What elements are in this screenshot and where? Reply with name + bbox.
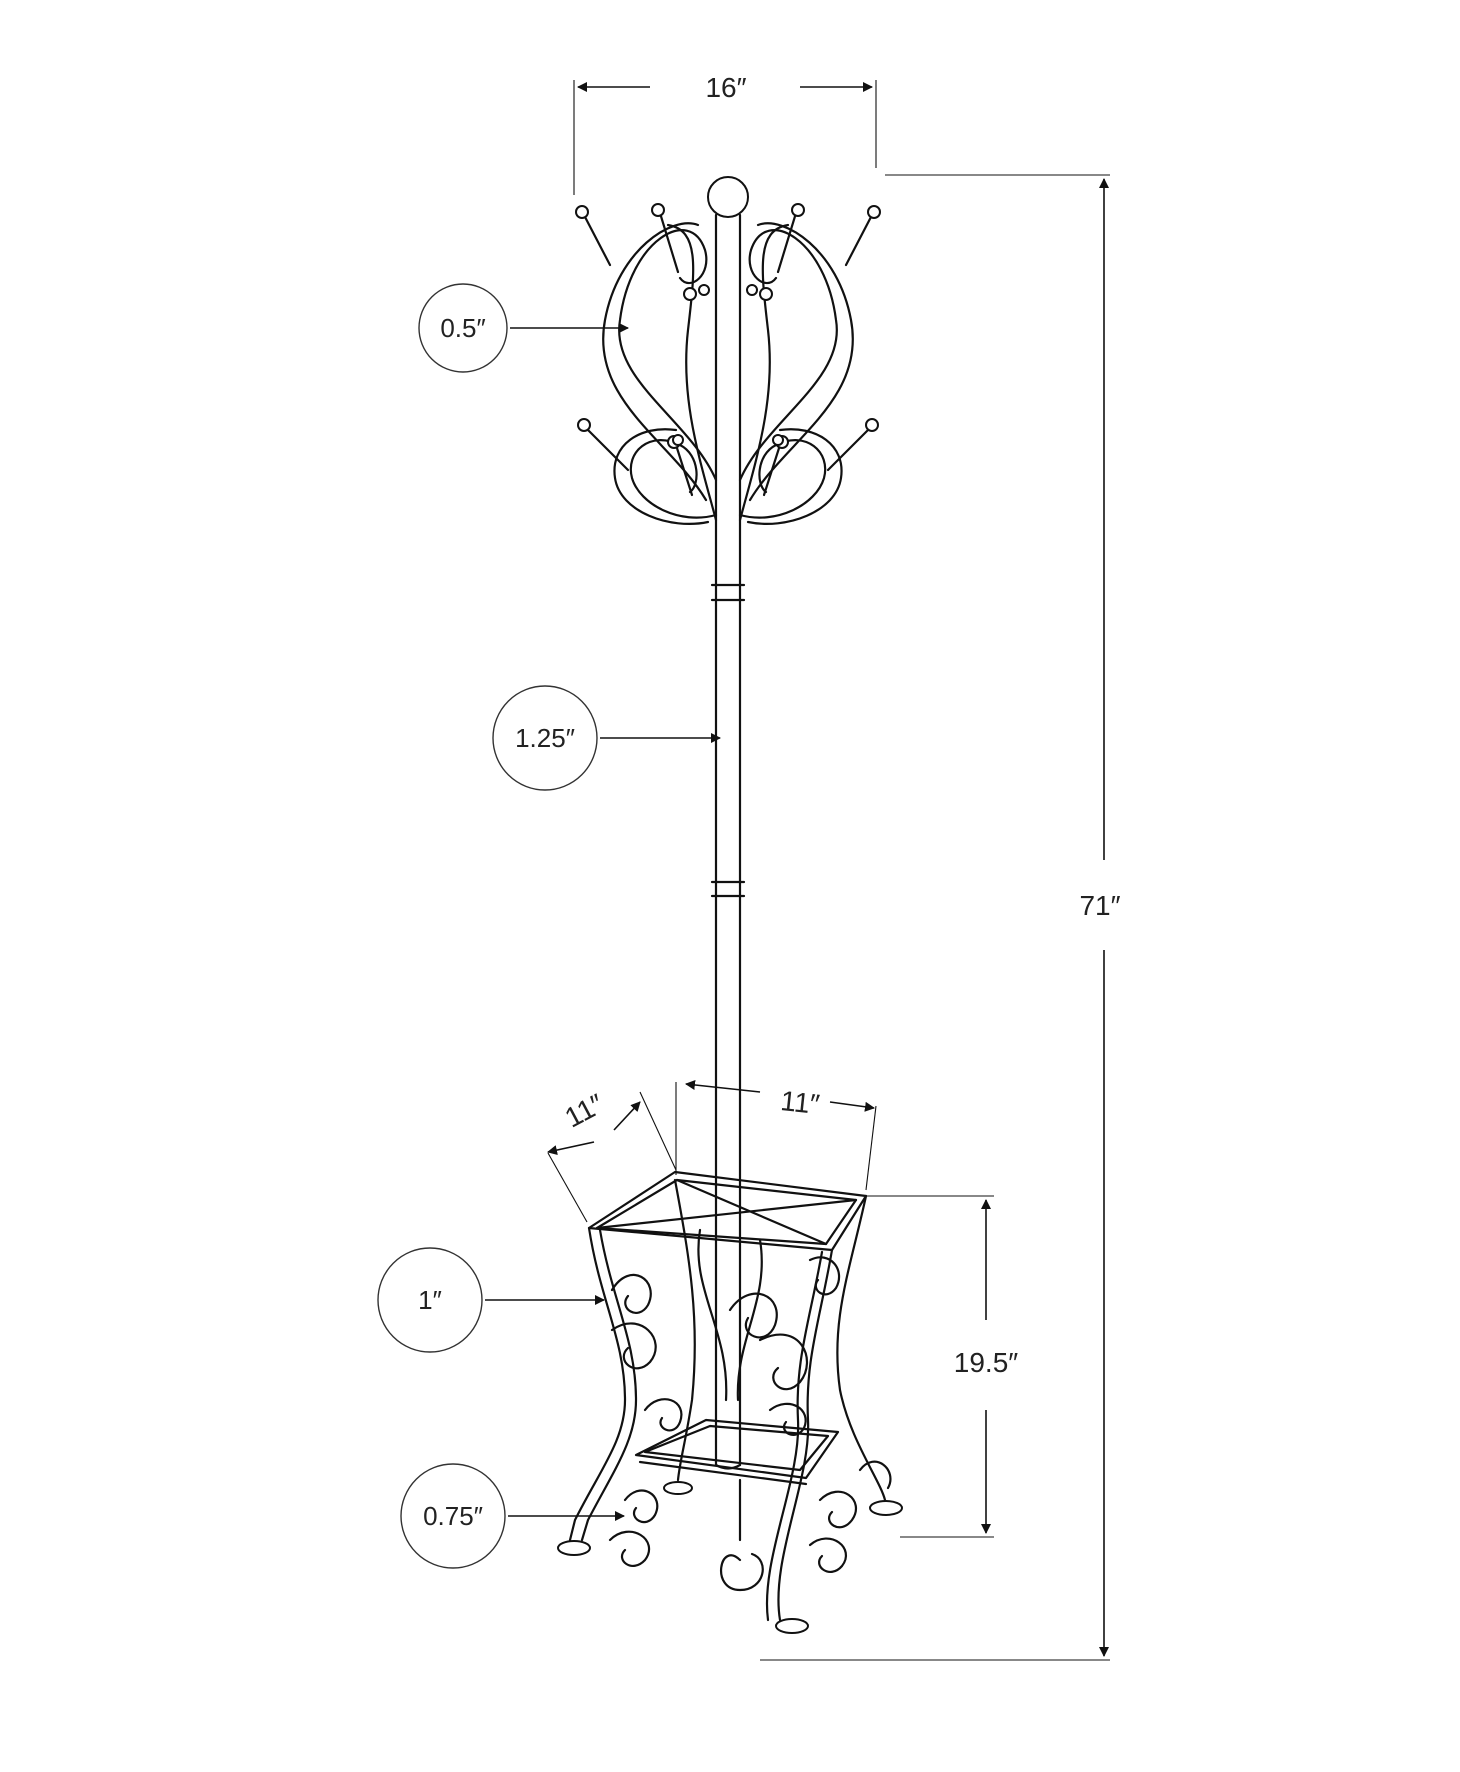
coat-rack-illustration xyxy=(557,176,903,1634)
pole-callout-label: 1.25″ xyxy=(515,723,575,753)
frame-callout: 1″ xyxy=(377,1247,605,1353)
frame-callout-label: 1″ xyxy=(418,1285,442,1315)
lower-hooks xyxy=(577,418,879,525)
umbrella-stand-base xyxy=(557,1170,903,1634)
base-height-label: 19.5″ xyxy=(954,1347,1018,1378)
base-depth-label: 11″ xyxy=(560,1088,609,1134)
center-pole xyxy=(710,213,746,1470)
upper-hooks xyxy=(575,203,881,522)
base-depth-dimension: 11″ xyxy=(547,1088,677,1223)
finial-ball xyxy=(707,176,749,218)
foot-front-right xyxy=(775,1618,809,1634)
leg-callout: 0.75″ xyxy=(400,1463,625,1569)
height-dimension: 71″ xyxy=(760,174,1121,1661)
foot-front-left xyxy=(557,1540,591,1556)
base-width-label: 11″ xyxy=(779,1085,821,1120)
pole-callout: 1.25″ xyxy=(492,685,721,791)
width-dimension: 16″ xyxy=(573,72,877,195)
base-width-dimension: 11″ xyxy=(675,1079,877,1191)
base-height-dimension: 19.5″ xyxy=(866,1195,1018,1538)
hook-callout: 0.5″ xyxy=(418,283,629,373)
width-label: 16″ xyxy=(705,72,746,103)
height-label: 71″ xyxy=(1079,890,1120,921)
foot-back-left xyxy=(663,1481,693,1495)
foot-back-right xyxy=(869,1500,903,1516)
hook-callout-label: 0.5″ xyxy=(440,313,485,343)
leg-callout-label: 0.75″ xyxy=(423,1501,483,1531)
